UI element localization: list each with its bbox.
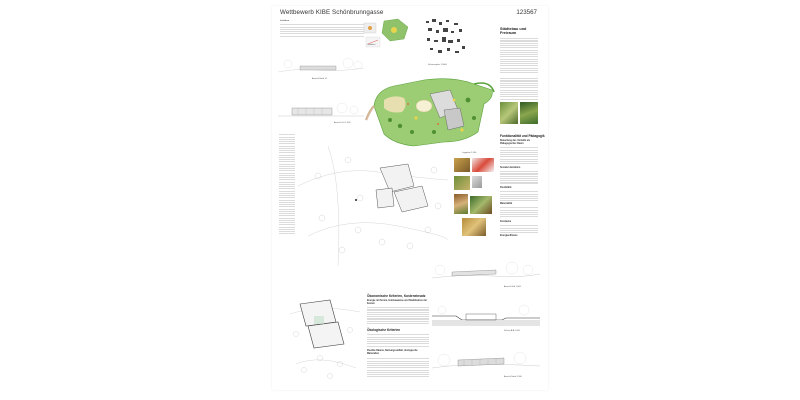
schwarzplan-caption: Schwarzplan 1:5000 — [428, 64, 447, 66]
funktionalitaet-text-1 — [500, 147, 538, 165]
oekologie-sub-1: Flexible Räume, Nutzungsvielfalt, ökolog… — [367, 350, 418, 355]
lageplan-caption: Lageplan 1:500 — [462, 152, 477, 154]
ansicht-nord-top-caption: Ansicht Nord 1:1 — [312, 78, 328, 80]
schnitt-caption: Schnitt A-A 1:500 — [504, 330, 520, 332]
oekologie-text-2 — [367, 358, 429, 378]
diagram-cluster — [363, 18, 409, 48]
ansicht-nord-caption: Ansicht Nord 1:500 — [504, 376, 522, 378]
ansicht-sued-caption: Ansicht Süd 1:500 — [504, 286, 521, 288]
ansicht-nord-sketch — [277, 57, 365, 73]
funktionalitaet-text-3 — [500, 191, 538, 201]
photo-playground-7 — [462, 218, 486, 236]
oekologie-heading: Ökologische Kriterien — [367, 328, 401, 332]
schwarzplan — [426, 19, 465, 53]
funktionalitaet-sub-5: Freiräume — [500, 221, 512, 223]
staedtebau-heading: Städtebau und Freiraum — [500, 27, 527, 36]
photo-playground-3 — [454, 176, 470, 190]
photo-playground-1 — [454, 158, 470, 172]
funktionalitaet-text-5 — [500, 225, 538, 233]
photo-trees-1 — [500, 102, 518, 124]
photo-trees-2 — [520, 102, 538, 124]
left-text-column — [279, 134, 295, 236]
oekonomie-text — [367, 307, 429, 325]
photo-playground-6 — [470, 196, 492, 214]
funktionalitaet-sub-4: Materialität — [500, 203, 513, 205]
funktionalitaet-sub-1: Bewertung des Umfelds als Pädagogischer … — [500, 140, 530, 145]
site-plan-sketch — [297, 145, 449, 267]
ansicht-ost-caption: Ansicht Ost 1:500 — [334, 122, 351, 124]
floor-plan-sketch — [289, 299, 361, 379]
oekologie-text — [367, 334, 429, 348]
ansicht-nord-sketch-bottom — [431, 351, 541, 369]
oekonomie-sub: Energie mit Sonne, Holzbauweise und Stab… — [367, 300, 427, 305]
oekonomie-heading: Ökonomische Kriterien, Kosteneinsatz — [367, 294, 426, 298]
competition-poster: Wettbewerb KIBE Schönbrunngasse 123567 L… — [272, 6, 548, 390]
funktionalitaet-sub-3: Flexibilität — [500, 187, 512, 189]
funktionalitaet-text-4 — [500, 207, 538, 219]
leitideen-text — [280, 24, 364, 38]
funktionalitaet-sub-2: Soziale Interaktion — [500, 167, 521, 169]
ansicht-ost-sketch — [278, 102, 364, 117]
photo-playground-2 — [472, 158, 494, 172]
staedtebau-text-2 — [500, 78, 538, 100]
ansicht-sued-sketch — [431, 261, 541, 279]
schnitt-sketch — [432, 304, 540, 326]
photo-playground-5 — [454, 194, 468, 214]
funktionalitaet-heading: Funktionalität und Pädagogik — [500, 134, 545, 138]
photo-playground-4 — [472, 176, 482, 188]
funktionalitaet-text-2 — [500, 171, 538, 185]
poster-title: Wettbewerb KIBE Schönbrunngasse — [280, 9, 384, 16]
lageplan-green — [364, 78, 495, 147]
entry-code: 123567 — [516, 9, 537, 16]
diagram-caption: Leitideen — [367, 44, 376, 46]
leitideen-heading: Leitideen — [280, 20, 290, 22]
staedtebau-text — [500, 38, 538, 74]
funktionalitaet-sub-6: Energieeffizienz — [500, 235, 518, 237]
